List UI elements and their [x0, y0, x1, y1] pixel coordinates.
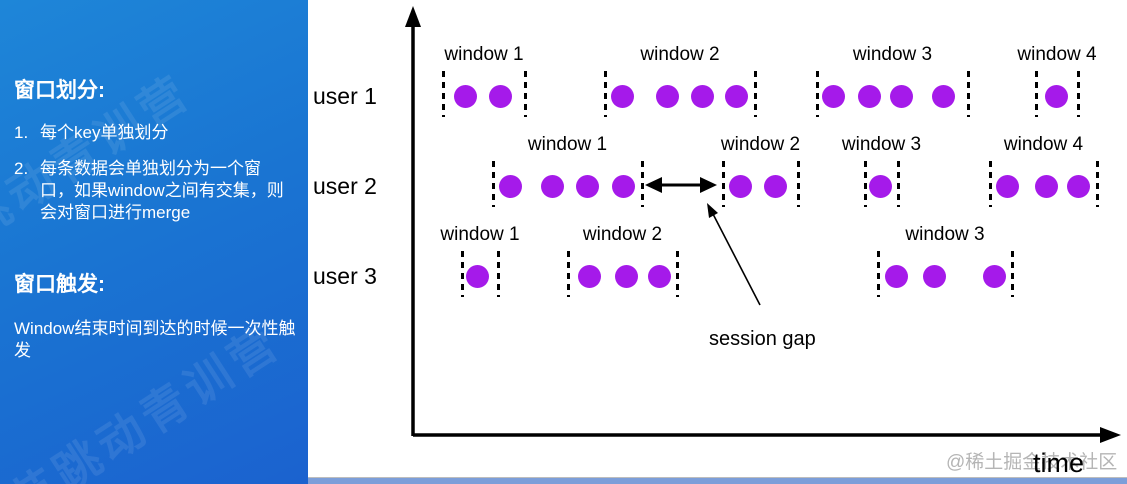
- window-label: window 3: [905, 224, 985, 245]
- sidebar-panel: 字节跳动青训营 字节跳动青训营 窗口划分: 1. 每个key单独划分 2. 每条…: [0, 0, 308, 484]
- event-dot: [454, 85, 477, 108]
- trigger-description: Window结束时间到达的时候一次性触发: [14, 319, 296, 361]
- event-dot: [932, 85, 955, 108]
- user-label-3: user 3: [313, 263, 377, 289]
- event-dot: [691, 85, 714, 108]
- user-label-2: user 2: [313, 173, 377, 199]
- window-label: window 2: [640, 44, 720, 65]
- time-axis-label: time: [1033, 448, 1085, 478]
- window-label: window 1: [440, 224, 520, 245]
- heading-window-partition: 窗口划分:: [14, 79, 105, 102]
- window-label: window 1: [444, 44, 524, 65]
- event-dot: [725, 85, 748, 108]
- event-dot: [578, 265, 601, 288]
- window-boundary-dashed-line: [754, 71, 757, 117]
- window-boundary-dashed-line: [877, 251, 880, 297]
- list-item-text: 每个key单独划分: [40, 123, 169, 142]
- window-label: window 2: [582, 224, 663, 245]
- user-label-1: user 1: [313, 83, 377, 109]
- event-dot: [615, 265, 638, 288]
- window-label: window 1: [527, 134, 608, 155]
- event-dot: [541, 175, 564, 198]
- window-boundary-dashed-line: [989, 161, 992, 207]
- event-dot: [1035, 175, 1058, 198]
- window-boundary-dashed-line: [816, 71, 819, 117]
- event-dot: [764, 175, 787, 198]
- window-boundary-dashed-line: [897, 161, 900, 207]
- list-item: 2. 每条数据会单独划分为一个窗口，如果window之间有交集，则会对窗口进行m…: [14, 158, 294, 223]
- event-dot: [729, 175, 752, 198]
- list-item-number: 2.: [14, 159, 29, 178]
- event-dot: [923, 265, 946, 288]
- event-dot: [611, 85, 634, 108]
- event-dot: [890, 85, 913, 108]
- community-watermark: @稀土掘金技术社区: [946, 452, 1118, 473]
- window-label: window 3: [852, 44, 933, 65]
- event-dot: [648, 265, 671, 288]
- heading-window-trigger: 窗口触发:: [14, 273, 105, 296]
- window-boundary-dashed-line: [676, 251, 679, 297]
- event-dot: [858, 85, 881, 108]
- window-boundary-dashed-line: [1035, 71, 1038, 117]
- window-boundary-dashed-line: [524, 71, 527, 117]
- event-dot: [983, 265, 1006, 288]
- window-boundary-dashed-line: [967, 71, 970, 117]
- session-gap-label: session gap: [709, 328, 816, 350]
- window-label: window 3: [841, 134, 922, 155]
- window-boundary-dashed-line: [492, 161, 495, 207]
- event-dot: [869, 175, 892, 198]
- event-dot: [489, 85, 512, 108]
- bottom-progress-strip: [308, 477, 1127, 484]
- window-boundary-dashed-line: [1077, 71, 1080, 117]
- event-dot: [885, 265, 908, 288]
- event-dot: [612, 175, 635, 198]
- window-boundary-dashed-line: [722, 161, 725, 207]
- window-boundary-dashed-line: [604, 71, 607, 117]
- event-dot: [576, 175, 599, 198]
- window-label: window 2: [720, 134, 801, 155]
- event-dot: [1067, 175, 1090, 198]
- window-boundary-dashed-line: [864, 161, 867, 207]
- window-boundary-dashed-line: [497, 251, 500, 297]
- event-dot: [822, 85, 845, 108]
- window-boundary-dashed-line: [1011, 251, 1014, 297]
- window-boundary-dashed-line: [461, 251, 464, 297]
- window-boundary-dashed-line: [567, 251, 570, 297]
- event-dot: [499, 175, 522, 198]
- event-dot: [1045, 85, 1068, 108]
- window-boundary-dashed-line: [797, 161, 800, 207]
- window-label: window 4: [1003, 134, 1084, 155]
- event-dot: [996, 175, 1019, 198]
- event-dot: [466, 265, 489, 288]
- list-item-text: 每条数据会单独划分为一个窗口，如果window之间有交集，则会对窗口进行merg…: [40, 159, 284, 222]
- event-dot: [656, 85, 679, 108]
- window-boundary-dashed-line: [442, 71, 445, 117]
- list-item: 1. 每个key单独划分: [14, 122, 294, 144]
- window-label: window 4: [1017, 44, 1097, 65]
- window-boundary-dashed-line: [641, 161, 644, 207]
- list-item-number: 1.: [14, 123, 29, 142]
- window-boundary-dashed-line: [1096, 161, 1099, 207]
